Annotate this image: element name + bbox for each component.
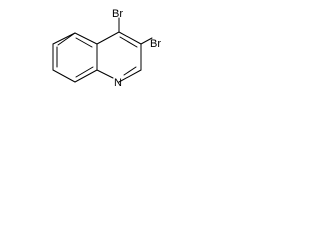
bond [96,31,120,45]
bond [52,32,76,45]
methyl-bond [57,32,76,46]
bond-skeleton [52,17,153,83]
double-bond-inner [75,37,93,48]
bond [118,69,142,83]
bond [74,32,98,45]
double-bond-inner [123,66,137,76]
double-bond-inner [119,36,138,48]
bromine-label-right: Br [150,38,161,50]
bromine-label-top: Br [112,8,123,20]
bond [52,69,76,83]
bond [96,69,114,79]
nitrogen-label: N [114,77,122,89]
bond [118,31,142,45]
br-bond-right [140,37,153,45]
bond [74,69,98,83]
chemical-structure: Br Br N [52,8,161,89]
double-bond-inner [75,66,94,78]
